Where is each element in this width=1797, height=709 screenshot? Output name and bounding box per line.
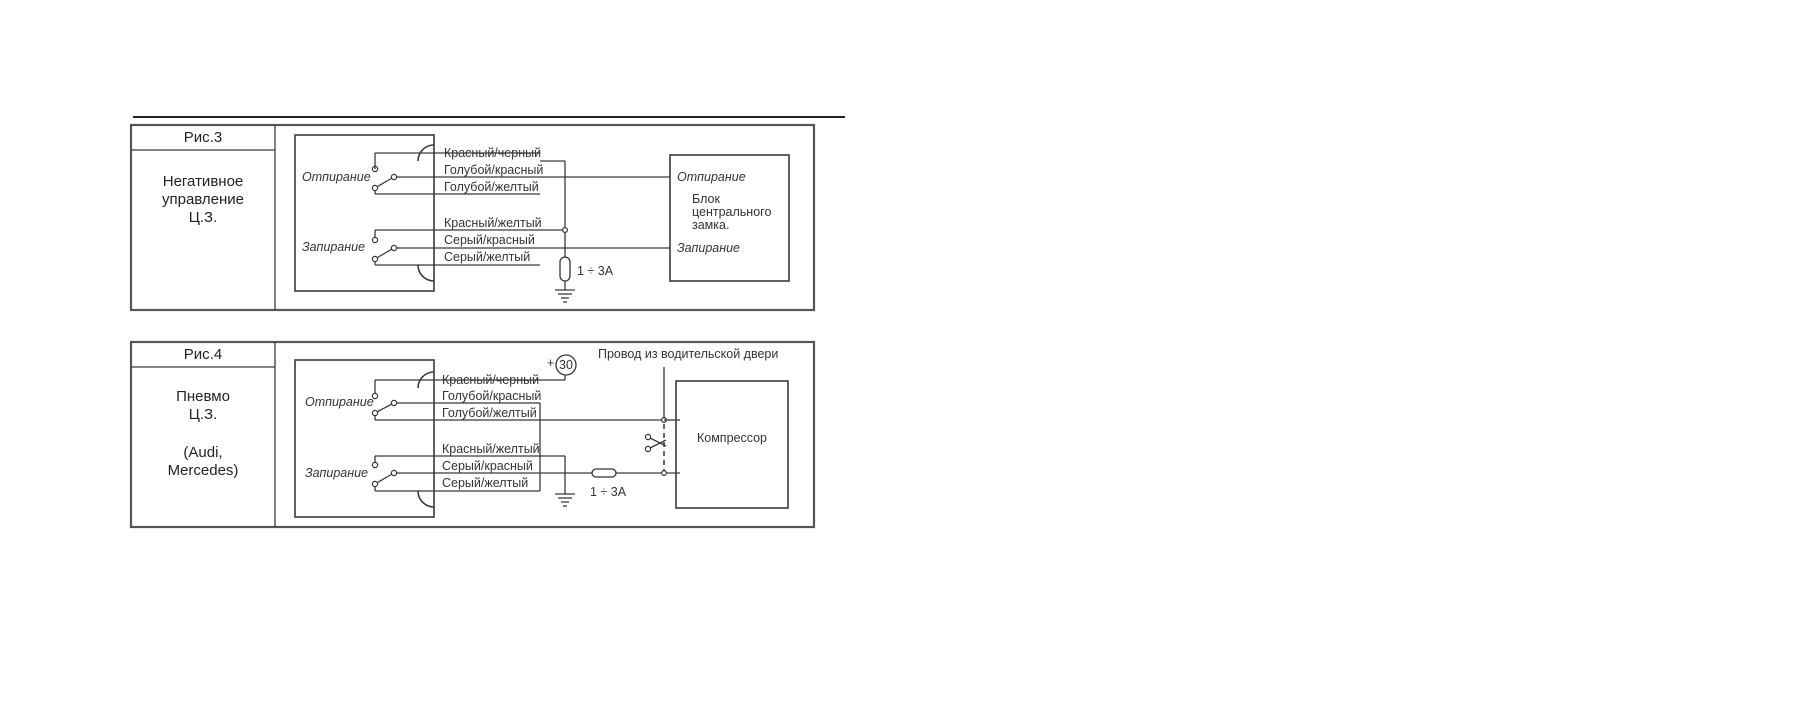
fig4-wire-6: Серый/желтый [442,476,528,490]
fig3-title: Рис.3 [184,129,222,146]
fig4-frame [129,340,816,529]
fig4-side-5: Mercedes) [168,462,239,479]
figure-4: Рис.4 Пневмо Ц.З. (Audi, Mercedes) Отпир… [129,340,816,529]
fig4-terminal-label: 30 [559,358,573,372]
fig4-terminal-30 [555,354,577,376]
scissors-icon [644,433,667,453]
fig4-wire-2: Голубой/красный [442,389,541,403]
fig4-door-wire-label: Провод из водительской двери [598,347,778,361]
fig4-side-2: Ц.З. [189,406,218,423]
fig3-wire-6: Серый/желтый [444,250,530,264]
fig4-wire-4: Красный/желтый [442,442,540,456]
figure-3: Рис.3 Негативное управление Ц.З. Отпиран… [129,123,816,312]
fig3-box-line-2: центрального [692,205,771,219]
fig3-lock-label: Запирание [302,240,365,254]
fig3-connector-arc-top [417,144,435,162]
fig3-box-line-1: Блок [692,192,720,206]
fig4-fuse-label: 1 ÷ 3A [590,485,627,499]
fig4-wire-1: Красный/черный [442,373,539,387]
fig4-lock-label: Запирание [305,466,368,480]
fig3-wire-5: Серый/красный [444,233,535,247]
fig4-compressor-label: Компрессор [697,431,767,445]
fig3-wire-2: Голубой/красный [444,163,543,177]
fig4-connector-arc-bottom [417,490,435,508]
fig3-fuse [559,256,571,282]
fig4-connector-arc-top [417,371,435,389]
fig4-compressor [675,380,789,509]
fig3-wire-3: Голубой/желтый [444,180,539,194]
fig3-side-1: Негативное [163,173,244,190]
fig4-fuse [591,468,617,478]
fig4-unlock-label: Отпирание [305,395,374,409]
fig3-side-3: Ц.З. [189,209,218,226]
fig4-side-4: (Audi, [183,444,222,461]
fig3-unlock-label: Отпирание [302,170,371,184]
fig4-relay-module [294,359,435,518]
fig3-connector-arc-bottom [417,264,435,282]
fig4-plus: + [547,356,554,370]
fig3-central-lock-unit [669,154,790,282]
fig3-ground-icon [555,289,575,303]
fig3-fuse-label: 1 ÷ 3A [577,264,614,278]
fig3-relay-module [294,134,435,292]
fig3-box-lock: Запирание [677,241,740,255]
fig4-wire-5: Серый/красный [442,459,533,473]
fig4-wire-3: Голубой/желтый [442,406,537,420]
fig4-side-1: Пневмо [176,388,230,405]
fig3-side-2: управление [162,191,244,208]
fig3-frame [129,123,816,312]
fig3-box-line-3: замка. [692,218,729,232]
fig4-ground-icon [555,493,575,507]
fig3-wire-1: Красный/черный [444,146,541,160]
fig4-title: Рис.4 [184,346,222,363]
fig3-wire-4: Красный/желтый [444,216,542,230]
fig3-box-unlock: Отпирание [677,170,746,184]
